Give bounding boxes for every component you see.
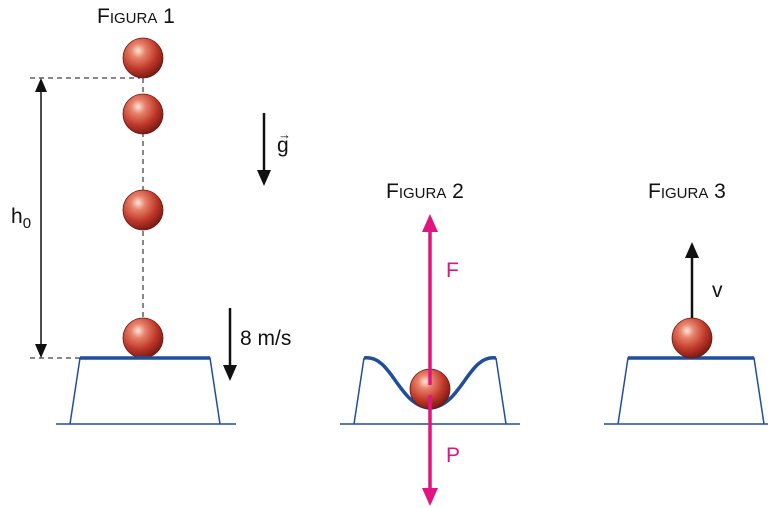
ball	[122, 37, 164, 79]
gravity-vector-mark: →	[278, 127, 291, 142]
figure-1-title: Figura 1	[97, 5, 175, 28]
figure-2	[340, 214, 520, 506]
height-arrow-bottom-head	[35, 344, 47, 358]
weight-arrow-head	[422, 488, 438, 506]
height-label-base: h	[11, 205, 23, 228]
ball	[122, 189, 164, 231]
platform	[69, 357, 221, 425]
figure-2-title: Figura 2	[386, 180, 464, 203]
figure-1	[30, 37, 271, 425]
figure-3	[604, 242, 768, 425]
force-label: F	[446, 259, 459, 282]
height-arrow-top-head	[35, 78, 47, 92]
ball	[671, 317, 713, 359]
speed-label: 8 m/s	[240, 327, 292, 350]
ball	[122, 317, 164, 359]
height-label: h0	[11, 205, 31, 232]
trampoline-frame	[353, 357, 507, 425]
speed-arrow-head	[223, 365, 237, 381]
platform	[617, 357, 765, 425]
gravity-symbol: g	[277, 134, 289, 157]
height-label-subscript: 0	[22, 215, 32, 233]
gravity-vector: → g	[277, 128, 291, 158]
force-arrow-head	[422, 214, 438, 232]
velocity-arrow-head	[685, 242, 699, 258]
gravity-label: → g	[277, 128, 291, 158]
weight-label: P	[446, 444, 461, 467]
figure-3-title: Figura 3	[648, 180, 726, 203]
gravity-arrow-head	[257, 170, 271, 186]
velocity-label: v	[712, 279, 723, 302]
ball	[122, 93, 164, 135]
